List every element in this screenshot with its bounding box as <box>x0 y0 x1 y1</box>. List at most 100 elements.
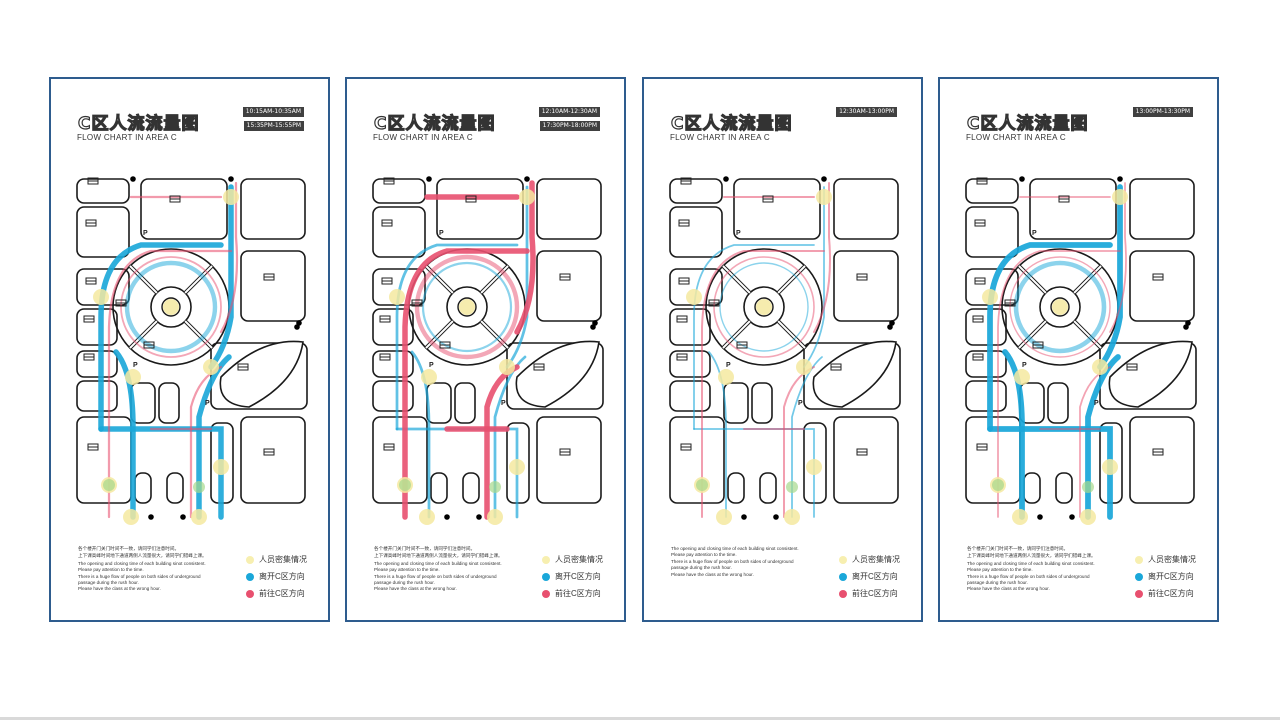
note-cn-1: 各个楼开门关门时间不一致，请同学们注意时间。 <box>374 546 476 551</box>
density-marker <box>419 509 435 525</box>
density-marker <box>806 459 822 475</box>
building-block <box>166 472 184 504</box>
legend-label: 离开C区方向 <box>852 572 898 581</box>
building-icon <box>974 277 986 285</box>
density-marker <box>1080 509 1096 525</box>
legend-label: 人员密集情况 <box>259 555 307 564</box>
legend-label: 人员密集情况 <box>852 555 900 564</box>
building-block <box>833 416 899 504</box>
legend-item-leaving: 离开C区方向 <box>839 568 900 585</box>
building-icon <box>856 448 868 456</box>
building-icon <box>87 177 99 185</box>
density-marker-high <box>786 481 798 493</box>
building-icon <box>678 219 690 227</box>
leaving-flow-line <box>410 350 431 519</box>
arriving-flow-line <box>107 249 233 519</box>
building-block <box>462 472 480 504</box>
density-marker <box>213 459 229 475</box>
leaving-flow-line <box>693 428 815 518</box>
notes: 各个楼开门关门时间不一致，请同学们注意时间。 上下课高峰时间地下通道两侧人流量很… <box>967 546 1127 593</box>
building-icon <box>680 443 692 451</box>
leaving-flow-line <box>98 242 224 432</box>
roundabout-spoke-gap <box>184 265 213 294</box>
poster-subtitle: FLOW CHART IN AREA C <box>373 133 473 142</box>
roundabout-inner <box>446 286 488 328</box>
note-en-2: Please pay attention to the time. <box>78 567 144 573</box>
building-block <box>965 206 1019 258</box>
arriving-flow-ring <box>1009 256 1111 358</box>
note-en-1: The opening and closing time of each bui… <box>78 560 206 566</box>
entrance-dot <box>524 176 530 182</box>
note-en-1: The opening and closing time of each bui… <box>671 546 799 551</box>
density-marker <box>93 289 109 305</box>
building-block <box>536 250 602 322</box>
density-marker-high <box>399 479 411 491</box>
parking-label: P <box>429 362 434 369</box>
building-block <box>1129 250 1195 322</box>
roundabout-inner <box>1039 286 1081 328</box>
building-icon <box>1152 448 1164 456</box>
roundabout-spoke-gap <box>480 265 509 294</box>
building-block <box>76 380 118 412</box>
building-block <box>733 178 821 240</box>
legend-item-arriving: 前往C区方向 <box>1135 585 1196 602</box>
page-bottom-rule <box>0 717 1280 720</box>
density-marker <box>796 359 812 375</box>
parking-label: P <box>133 362 138 369</box>
leaving-flow-line <box>987 426 1113 520</box>
building-icon <box>708 299 720 307</box>
poster-subtitle: FLOW CHART IN AREA C <box>77 133 177 142</box>
entrance-dot <box>444 514 450 520</box>
legend-label: 离开C区方向 <box>1148 572 1194 581</box>
legend-dot <box>542 589 550 598</box>
entrance-dot <box>1037 514 1043 520</box>
entrance-dot <box>426 176 432 182</box>
legend-dot <box>246 555 254 564</box>
arriving-flow-line <box>402 248 530 520</box>
arriving-flow-ring <box>120 256 222 358</box>
roundabout-inner <box>150 286 192 328</box>
legend-item-leaving: 离开C区方向 <box>246 568 307 585</box>
legend-item-leaving: 离开C区方向 <box>1135 568 1196 585</box>
note-cn-1: 各个楼开门关门时间不一致，请同学们注意时间。 <box>78 546 180 551</box>
building-icon <box>439 341 451 349</box>
roundabout-spoke-gap <box>1018 265 1047 294</box>
entrance-dot <box>476 514 482 520</box>
entrance-dot <box>1117 176 1123 182</box>
building-icon <box>115 299 127 307</box>
density-marker <box>519 189 535 205</box>
note-en-2: Please pay attention to the time. <box>967 567 1033 573</box>
note-cn-2: 上下课高峰时间地下通道两侧人流量很大，请同学们错峰上课。 <box>78 553 207 559</box>
notes: The opening and closing time of each bui… <box>671 546 831 578</box>
arriving-flow-line <box>813 182 831 333</box>
legend-item-density: 人员密集情况 <box>246 551 307 568</box>
campus-map-svg: PPP <box>669 176 901 525</box>
building-block <box>1129 416 1195 504</box>
building-icon <box>559 273 571 281</box>
building-icon <box>830 363 842 371</box>
building-block <box>536 178 602 240</box>
note-en-3: There is a huge flow of people on both s… <box>78 573 201 579</box>
density-marker <box>499 359 515 375</box>
density-marker <box>487 509 503 525</box>
building-icon <box>762 195 774 203</box>
arriving-flow-ring <box>713 256 815 358</box>
arriving-flow-line <box>997 250 1121 518</box>
parking-label: P <box>501 400 506 407</box>
legend-label: 前往C区方向 <box>852 589 898 598</box>
building-block <box>1055 472 1073 504</box>
roundabout-outer <box>705 248 823 366</box>
leaving-flow-line <box>395 243 519 431</box>
parking-label: P <box>205 400 210 407</box>
legend-dot <box>839 572 847 581</box>
building-icon <box>976 177 988 185</box>
density-marker <box>123 509 139 525</box>
arriving-flow-line <box>701 250 825 518</box>
building-icon <box>1032 341 1044 349</box>
leaving-flow-ring <box>719 262 809 352</box>
time-badges: 12:30AM-13:00PM <box>836 107 897 117</box>
leaving-flow-ring <box>1013 260 1107 354</box>
note-en-5: Please have the class at the wrong hour. <box>671 571 754 577</box>
note-en-5: Please have the class at the wrong hour. <box>967 586 1050 592</box>
